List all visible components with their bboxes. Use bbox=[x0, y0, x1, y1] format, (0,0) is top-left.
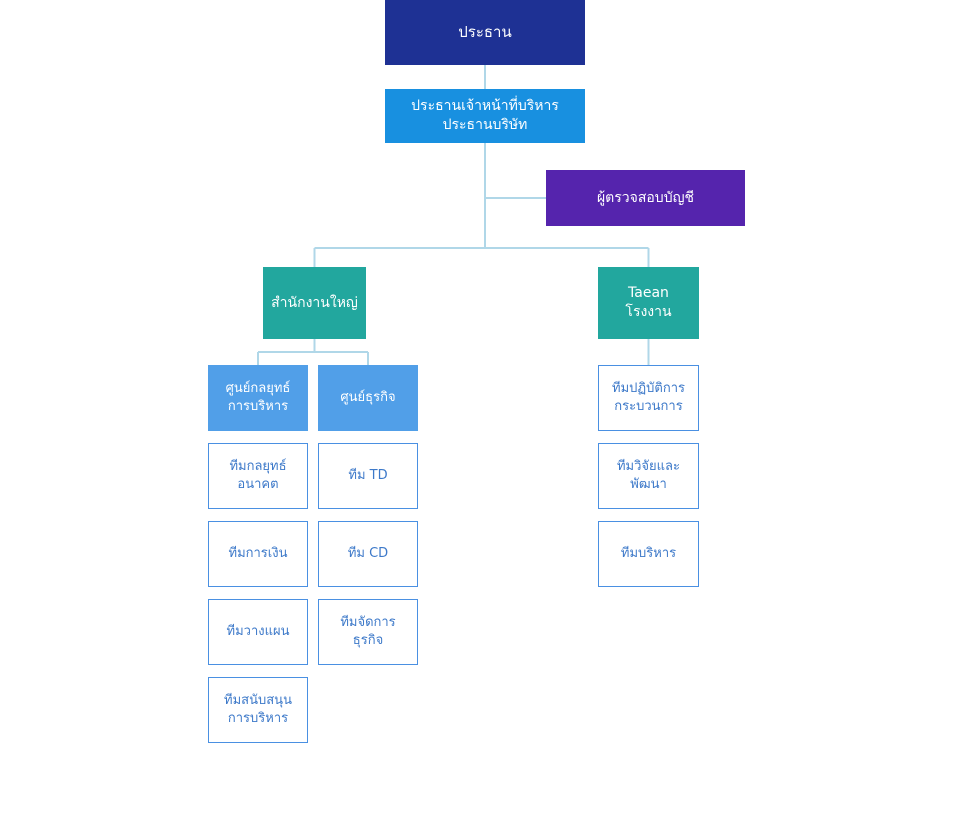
node-label-team-rnd: ทีมวิจัยและ พัฒนา bbox=[616, 459, 680, 492]
node-team-td[interactable]: ทีม TD bbox=[318, 443, 418, 509]
node-label-team-future-strategy: ทีมกลยุทธ์ อนาคต bbox=[229, 459, 287, 492]
node-team-planning[interactable]: ทีมวางแผน bbox=[208, 599, 308, 665]
node-label-chairman: ประธาน bbox=[458, 23, 512, 42]
node-label-taean-factory: Taean โรงงาน bbox=[625, 285, 672, 320]
node-label-team-finance: ทีมการเงิน bbox=[228, 546, 288, 562]
node-auditor[interactable]: ผู้ตรวจสอบบัญชี bbox=[546, 170, 745, 226]
node-label-team-cd: ทีม CD bbox=[347, 546, 389, 562]
node-label-team-process-ops: ทีมปฏิบัติการ กระบวนการ bbox=[612, 381, 685, 414]
node-label-team-business-mgmt: ทีมจัดการ ธุรกิจ bbox=[340, 615, 396, 648]
node-chairman[interactable]: ประธาน bbox=[385, 0, 585, 65]
node-team-cd[interactable]: ทีม CD bbox=[318, 521, 418, 587]
node-center-strategy[interactable]: ศูนย์กลยุทธ์ การบริหาร bbox=[208, 365, 308, 431]
node-center-business[interactable]: ศูนย์ธุรกิจ bbox=[318, 365, 418, 431]
node-team-management[interactable]: ทีมบริหาร bbox=[598, 521, 699, 587]
node-team-future-strategy[interactable]: ทีมกลยุทธ์ อนาคต bbox=[208, 443, 308, 509]
node-team-process-ops[interactable]: ทีมปฏิบัติการ กระบวนการ bbox=[598, 365, 699, 431]
node-ceo[interactable]: ประธานเจ้าหน้าที่บริหาร ประธานบริษัท bbox=[385, 89, 585, 143]
node-head-office[interactable]: สำนักงานใหญ่ bbox=[263, 267, 366, 339]
node-team-rnd[interactable]: ทีมวิจัยและ พัฒนา bbox=[598, 443, 699, 509]
node-label-auditor: ผู้ตรวจสอบบัญชี bbox=[596, 189, 695, 206]
node-label-center-business: ศูนย์ธุรกิจ bbox=[340, 390, 396, 406]
node-label-team-management: ทีมบริหาร bbox=[620, 546, 677, 562]
node-label-team-planning: ทีมวางแผน bbox=[226, 624, 290, 640]
node-label-center-strategy: ศูนย์กลยุทธ์ การบริหาร bbox=[225, 381, 291, 414]
node-label-head-office: สำนักงานใหญ่ bbox=[271, 294, 358, 311]
node-team-business-mgmt[interactable]: ทีมจัดการ ธุรกิจ bbox=[318, 599, 418, 665]
node-label-ceo: ประธานเจ้าหน้าที่บริหาร ประธานบริษัท bbox=[411, 98, 559, 133]
node-team-admin-support[interactable]: ทีมสนับสนุน การบริหาร bbox=[208, 677, 308, 743]
node-label-team-admin-support: ทีมสนับสนุน การบริหาร bbox=[224, 693, 292, 726]
node-label-team-td: ทีม TD bbox=[348, 468, 388, 484]
node-taean-factory[interactable]: Taean โรงงาน bbox=[598, 267, 699, 339]
node-team-finance[interactable]: ทีมการเงิน bbox=[208, 521, 308, 587]
